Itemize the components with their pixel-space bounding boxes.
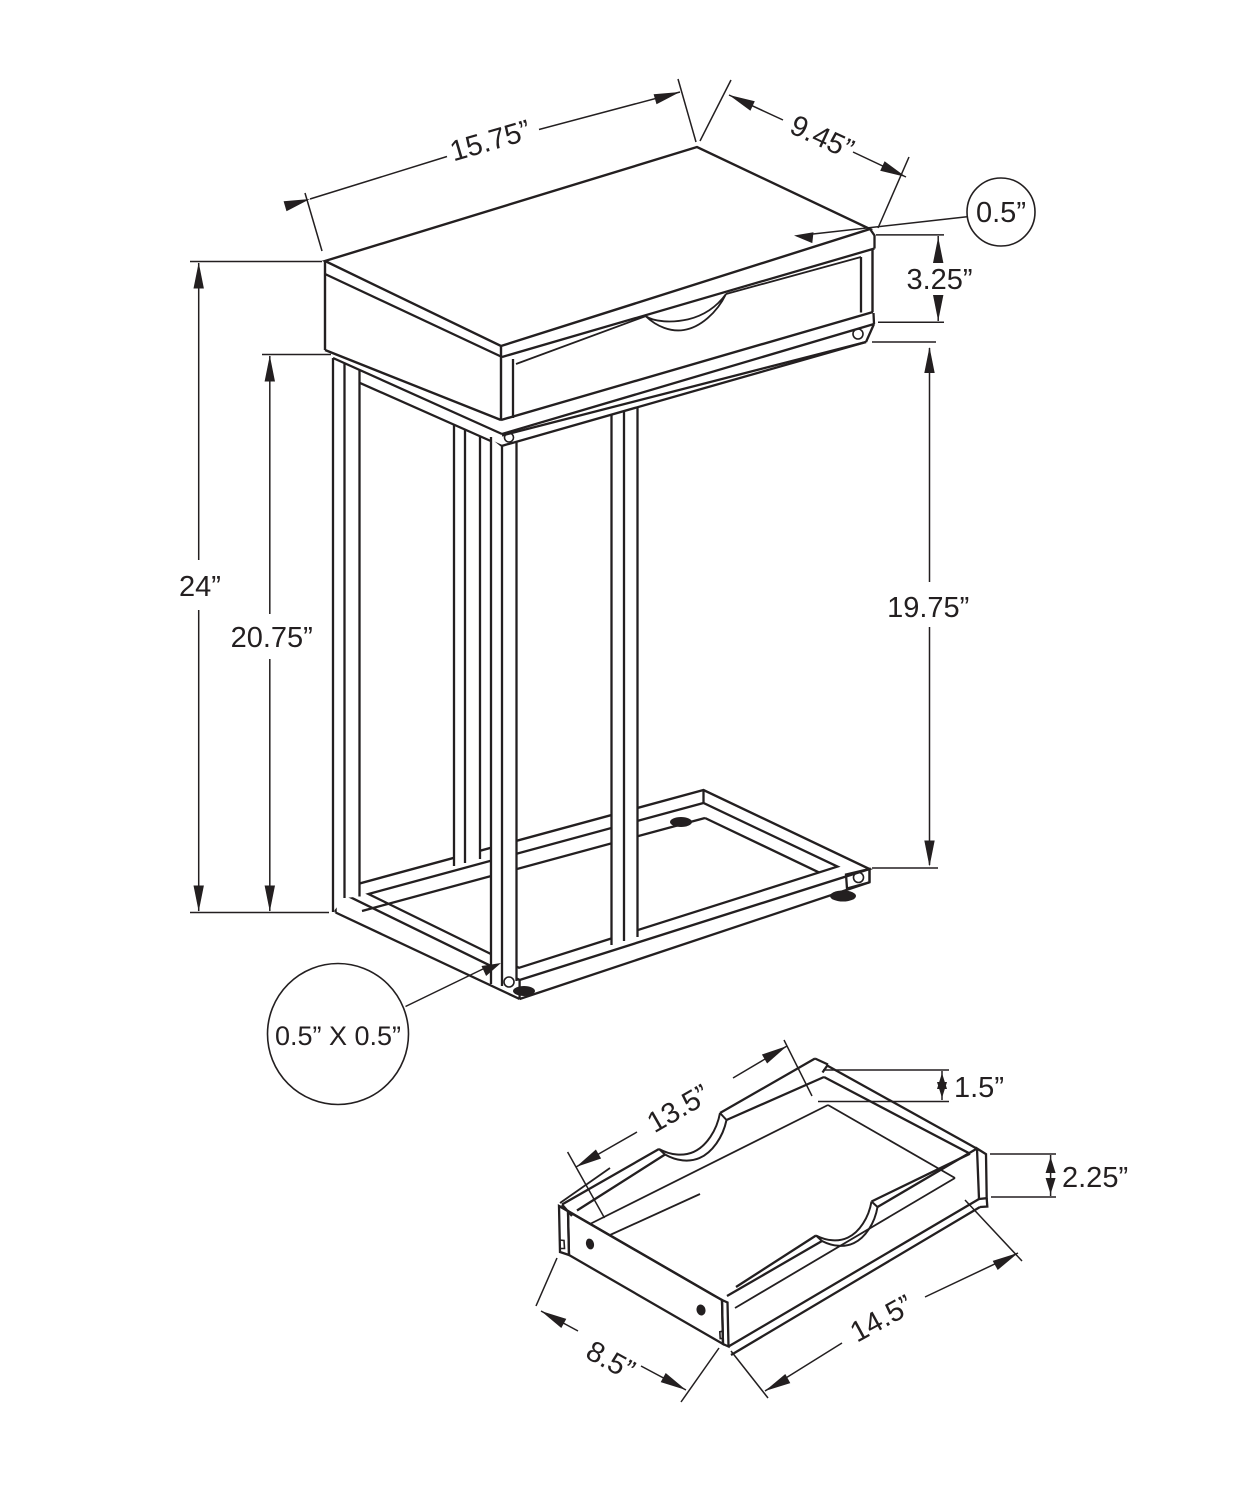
svg-text:0.5”: 0.5” xyxy=(976,197,1026,229)
svg-text:24”: 24” xyxy=(179,571,221,603)
svg-text:0.5” X 0.5”: 0.5” X 0.5” xyxy=(275,1021,401,1051)
svg-text:19.75”: 19.75” xyxy=(887,592,969,624)
svg-text:2.25”: 2.25” xyxy=(1062,1162,1128,1194)
svg-text:3.25”: 3.25” xyxy=(906,264,972,296)
svg-text:1.5”: 1.5” xyxy=(954,1072,1004,1104)
svg-text:20.75”: 20.75” xyxy=(231,622,313,654)
